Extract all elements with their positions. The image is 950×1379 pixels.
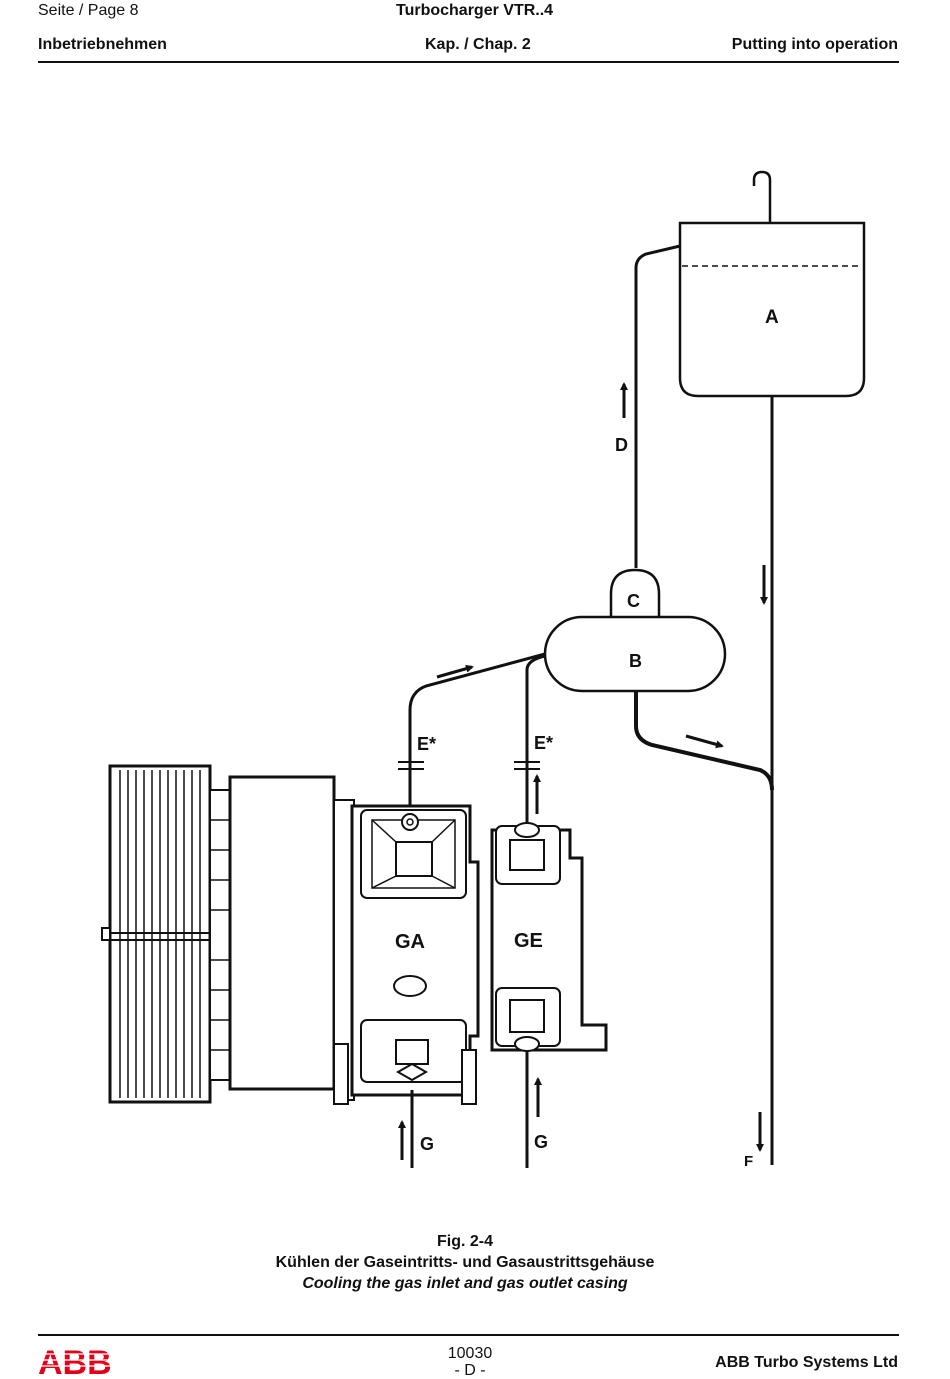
valve-left-label: E* xyxy=(417,734,436,754)
flow-arrow-drain xyxy=(686,736,722,746)
valve-right-label: E* xyxy=(534,733,553,753)
document-number: 10030 xyxy=(420,1345,520,1362)
svg-text:ABB: ABB xyxy=(38,1346,112,1378)
figure-title-german: Kühlen der Gaseintritts- und Gasaustritt… xyxy=(0,1254,930,1272)
gas-outlet-casing-label: GA xyxy=(395,931,425,953)
return-pipe xyxy=(636,246,680,568)
document-number-block: 10030 - D - xyxy=(420,1345,520,1379)
abb-logo: ABB xyxy=(38,1346,118,1378)
figure-number: Fig. 2-4 xyxy=(0,1233,930,1251)
inlet-left-label: G xyxy=(420,1134,434,1154)
company-name: ABB Turbo Systems Ltd xyxy=(715,1354,898,1372)
vessel-label: B xyxy=(629,651,642,671)
outlet-label: F xyxy=(744,1153,753,1170)
revision-label: - D - xyxy=(420,1362,520,1379)
return-flow-label: D xyxy=(615,435,628,455)
outlet-casing-pipe xyxy=(410,654,545,812)
inlet-right-label: G xyxy=(534,1132,548,1152)
gas-inlet-casing-label: GE xyxy=(514,930,543,952)
footer-divider xyxy=(38,1334,899,1336)
header-tank xyxy=(680,172,864,396)
tank-label: A xyxy=(765,307,779,328)
dome-label: C xyxy=(627,591,640,611)
figure-title-english: Cooling the gas inlet and gas outlet cas… xyxy=(0,1275,930,1293)
